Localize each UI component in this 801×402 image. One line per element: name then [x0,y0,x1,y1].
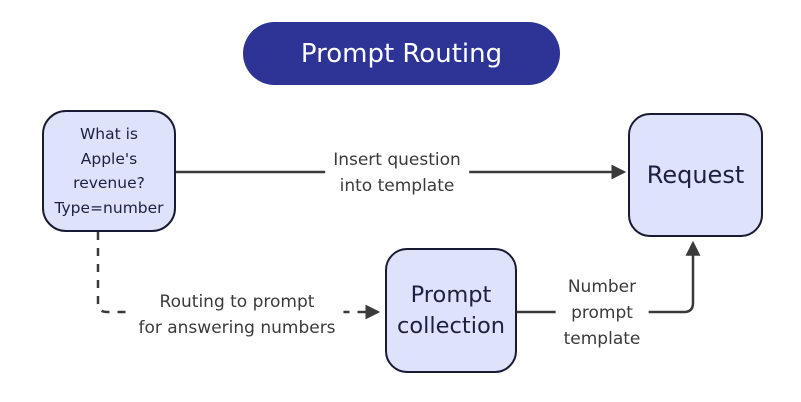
node-question: What is Apple's revenue? Type=number [42,110,176,232]
node-prompt-collection-label: Prompt collection [397,281,505,339]
edge-number-template [517,240,701,314]
edge-routing-dashed [96,232,381,320]
node-prompt-collection: Prompt collection [385,248,517,373]
title-badge: Prompt Routing [243,22,560,85]
page-title: Prompt Routing [300,38,503,69]
edge-label-insert-question: Insert question into template [325,146,469,200]
node-question-label: What is Apple's revenue? Type=number [54,125,164,217]
node-request-label: Request [646,161,745,189]
node-request: Request [628,113,763,237]
edge-label-number-template: Number prompt template [555,273,649,353]
edge-label-routing: Routing to prompt for answering numbers [130,288,344,342]
